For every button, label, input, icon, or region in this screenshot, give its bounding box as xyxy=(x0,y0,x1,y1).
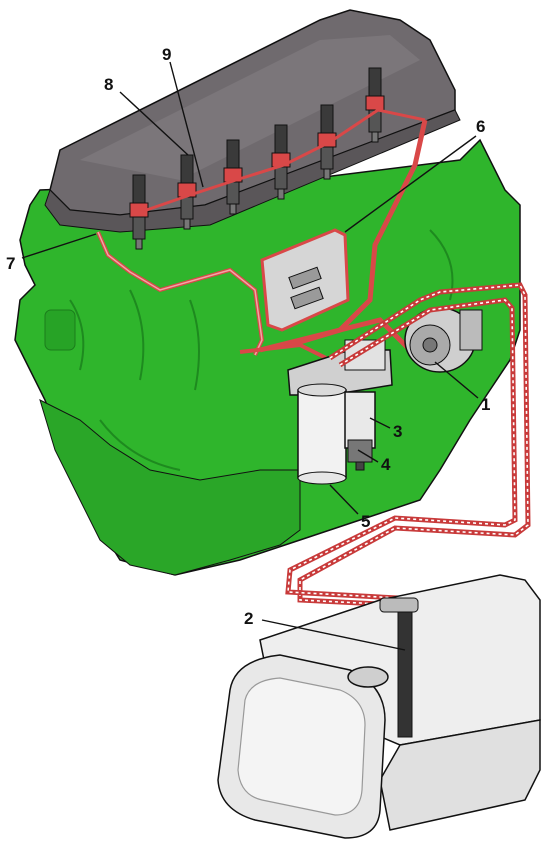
fuel-filter-5 xyxy=(297,389,347,479)
leader-4 xyxy=(357,449,379,463)
tank-fuel-lines xyxy=(285,282,531,608)
fuel-filter-5-bottom xyxy=(297,471,347,485)
leader-1 xyxy=(434,361,479,399)
ecu-border xyxy=(260,228,350,332)
callout-label-7: 7 xyxy=(6,254,15,273)
callout-label-5: 5 xyxy=(361,512,370,531)
return-line-inner xyxy=(287,299,516,599)
callout-label-2: 2 xyxy=(244,609,253,628)
feed-pump-hub xyxy=(422,337,438,353)
injectors xyxy=(129,67,385,250)
engine-boss xyxy=(44,309,76,351)
engine-block-lower xyxy=(39,399,301,576)
leader-2 xyxy=(261,619,406,651)
callout-labels: 1 2 3 4 5 6 7 8 9 xyxy=(6,45,490,628)
callout-leaders xyxy=(21,61,479,651)
callout-label-1: 1 xyxy=(481,395,490,414)
feed-pump xyxy=(404,307,483,373)
valve-cover xyxy=(44,9,461,233)
ecu-connector-1 xyxy=(288,266,322,290)
injector-6 xyxy=(365,67,385,143)
leader-6 xyxy=(344,135,477,233)
fuel-tank-filler-cap xyxy=(347,666,389,688)
fuel-tank-end-inset xyxy=(237,677,366,816)
leader-5 xyxy=(329,484,359,515)
valve-cover-highlight xyxy=(80,35,420,180)
feed-pump-mount xyxy=(459,309,483,351)
injector-2 xyxy=(177,154,197,230)
engine-rib-1 xyxy=(69,299,85,371)
engine-rib-5 xyxy=(99,419,181,471)
callout-label-3: 3 xyxy=(393,422,402,441)
fuel-filter-5-top xyxy=(297,383,347,397)
leader-9 xyxy=(169,61,204,188)
injector-3 xyxy=(223,139,243,215)
supply-line-inner xyxy=(299,284,529,606)
fuel-tank xyxy=(217,574,541,839)
leader-3 xyxy=(369,417,391,429)
callout-label-9: 9 xyxy=(162,45,171,64)
water-separator-4 xyxy=(344,391,376,449)
line-filter-feed xyxy=(239,342,331,362)
water-separator-4-drain xyxy=(355,461,365,471)
injector-5 xyxy=(317,104,337,180)
fuel-rail xyxy=(131,108,426,217)
fuel-tank-pickup-tube xyxy=(397,611,413,738)
callout-label-8: 8 xyxy=(104,75,113,94)
line-bleed-7-inner xyxy=(97,231,263,356)
valve-cover-front-face xyxy=(44,109,461,233)
engine-rib-3 xyxy=(189,299,200,391)
callout-label-6: 6 xyxy=(476,117,485,136)
leader-8 xyxy=(119,91,189,156)
engine-fuel-lines xyxy=(96,119,428,362)
fuel-tank-sender-head xyxy=(379,597,419,613)
leader-7 xyxy=(21,233,97,259)
engine-rib-2 xyxy=(129,289,145,381)
ecu-unit xyxy=(260,228,350,332)
ecu-connector-2 xyxy=(290,286,324,310)
callout-label-4: 4 xyxy=(381,455,391,474)
